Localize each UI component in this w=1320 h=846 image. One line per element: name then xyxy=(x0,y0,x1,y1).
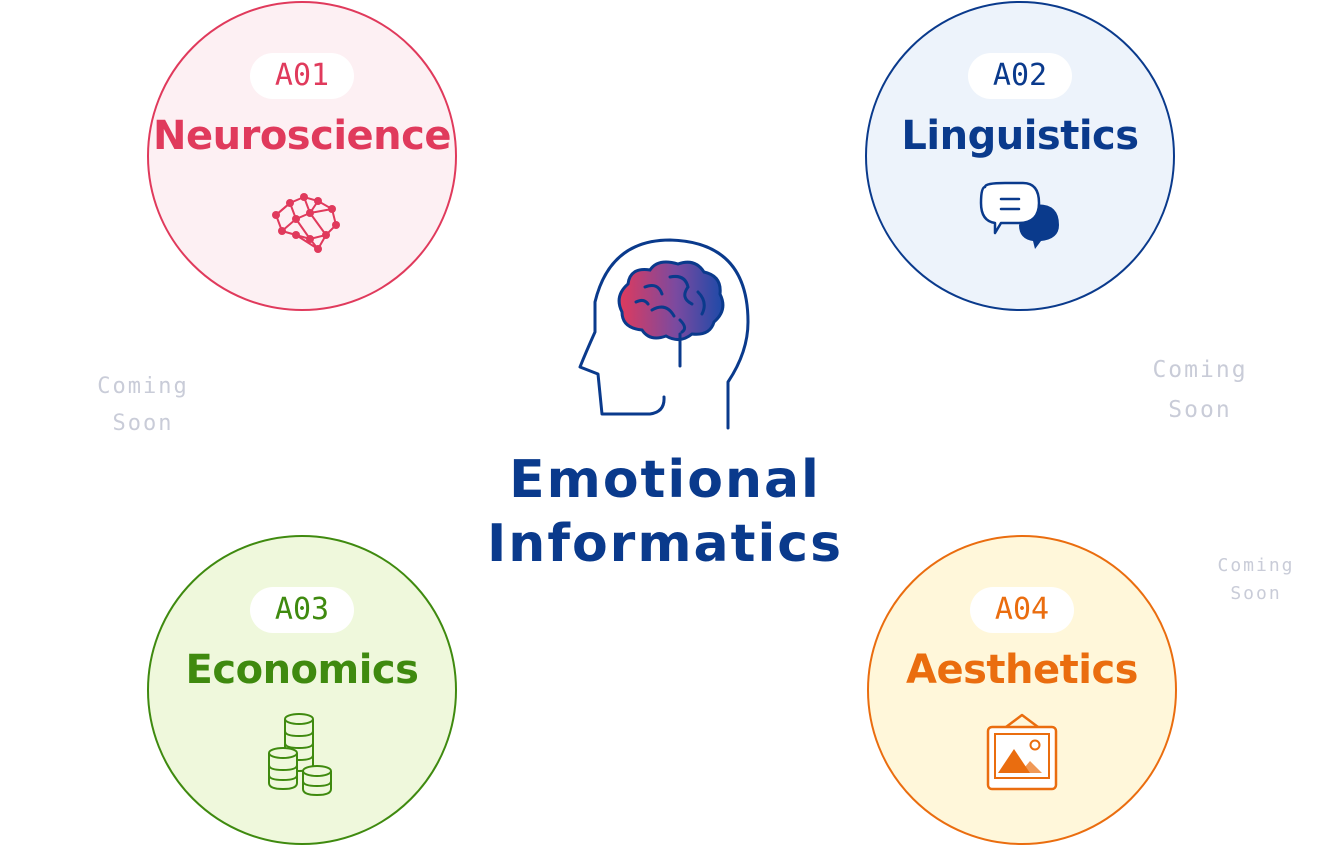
area-title: Neuroscience xyxy=(153,113,451,159)
head-brain-icon xyxy=(570,232,760,436)
coming-soon-line1: Coming xyxy=(1217,555,1295,576)
coming-soon-line2: Soon xyxy=(1230,583,1282,604)
speech-bubbles-icon xyxy=(975,179,1065,255)
coming-soon-line2: Soon xyxy=(112,411,174,436)
coming-soon-label: Coming Soon xyxy=(1210,552,1302,608)
central-title-line1: Emotional xyxy=(509,450,821,510)
area-code-badge: A01 xyxy=(250,53,354,99)
area-code-badge: A02 xyxy=(968,53,1072,99)
area-card-aesthetics[interactable]: A04 Aesthetics xyxy=(867,535,1177,845)
central-title: Emotional Informatics xyxy=(480,448,850,576)
coming-soon-line2: Soon xyxy=(1168,397,1232,423)
coins-icon xyxy=(265,713,339,801)
coming-soon-line1: Coming xyxy=(1152,357,1248,383)
area-code-badge: A04 xyxy=(970,587,1074,633)
coming-soon-line1: Coming xyxy=(97,374,189,399)
area-title: Linguistics xyxy=(901,113,1139,159)
area-card-linguistics[interactable]: A02 Linguistics xyxy=(865,1,1175,311)
area-card-neuroscience[interactable]: A01 Neuroscience xyxy=(147,1,457,311)
area-card-economics[interactable]: A03 Economics xyxy=(147,535,457,845)
coming-soon-label: Coming Soon xyxy=(90,368,196,442)
area-code-badge: A03 xyxy=(250,587,354,633)
area-title: Aesthetics xyxy=(906,647,1138,693)
coming-soon-label: Coming Soon xyxy=(1146,350,1254,430)
central-title-line2: Informatics xyxy=(486,514,844,574)
neural-brain-icon xyxy=(260,179,344,263)
area-title: Economics xyxy=(185,647,419,693)
framed-picture-icon xyxy=(984,713,1060,797)
